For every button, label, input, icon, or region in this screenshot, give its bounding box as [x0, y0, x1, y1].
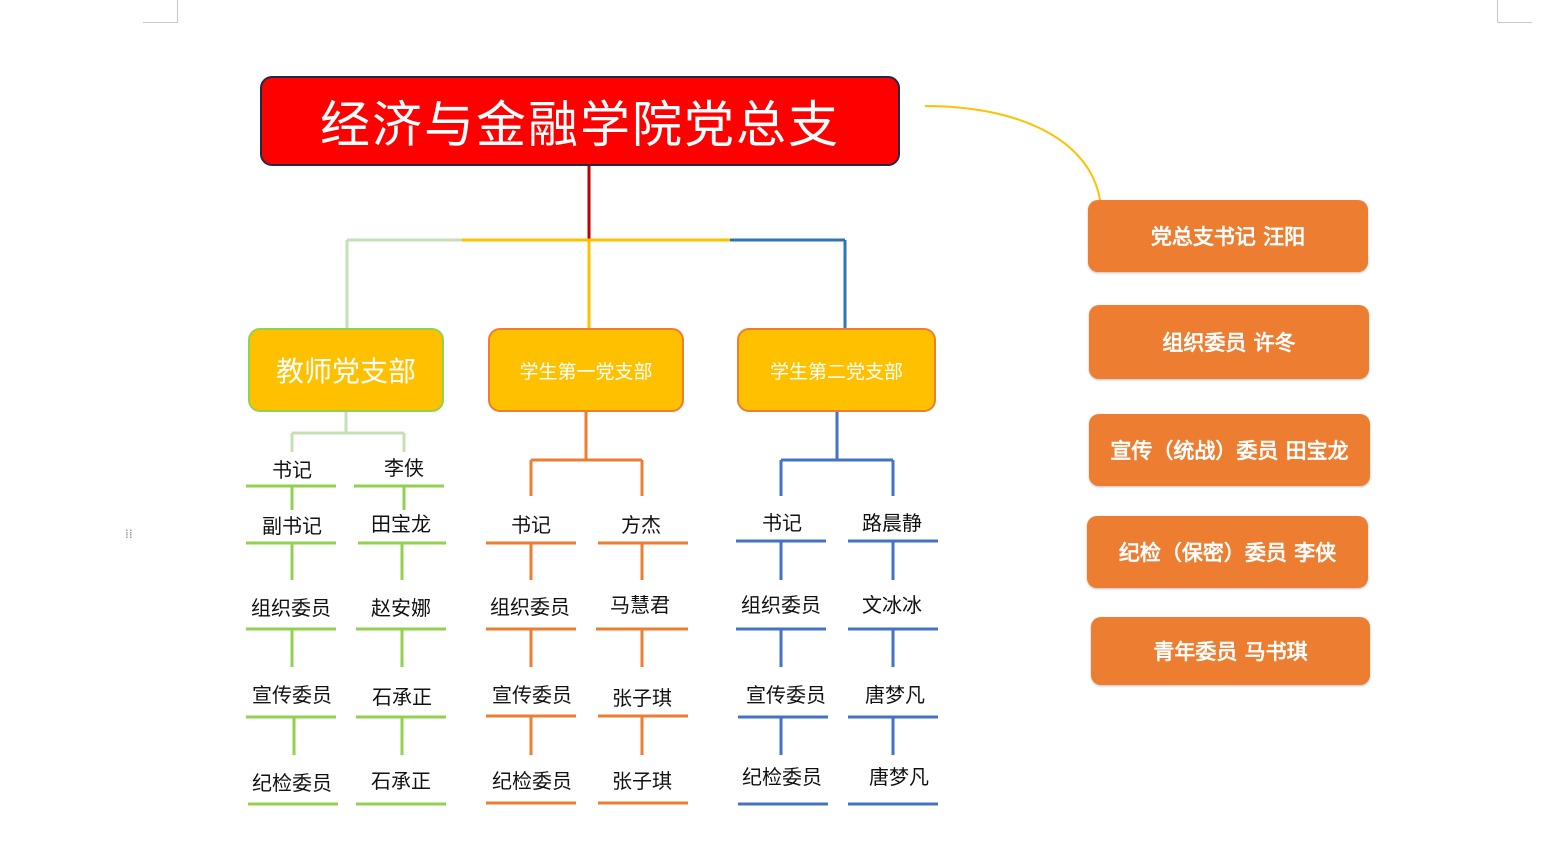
committee-card: 组织委员 许冬 — [1089, 305, 1369, 379]
teacher-member-name: 田宝龙 — [371, 512, 431, 536]
student1-role-label: 组织委员 — [490, 595, 570, 619]
teacher-member-name: 石承正 — [371, 769, 431, 793]
student2-role-label: 纪检委员 — [742, 765, 822, 789]
teacher-role-label: 纪检委员 — [252, 771, 332, 795]
student2-member-name: 路晨静 — [862, 511, 922, 535]
party-branch-title: 经济与金融学院党总支 — [260, 76, 900, 166]
teacher-branch-box: 教师党支部 — [248, 328, 444, 412]
student1-role-label: 宣传委员 — [492, 683, 572, 707]
teacher-member-name: 李侠 — [384, 456, 424, 480]
committee-card: 青年委员 马书琪 — [1091, 617, 1370, 685]
student2-role-label: 宣传委员 — [746, 683, 826, 707]
student1-member-name: 马慧君 — [610, 593, 670, 617]
student2-member-name: 唐梦凡 — [869, 765, 929, 789]
drag-handle-icon[interactable]: ⁞⁞ — [125, 527, 133, 541]
student1-member-name: 张子琪 — [612, 769, 672, 793]
student1-member-name: 方杰 — [621, 513, 661, 537]
teacher-member-name: 赵安娜 — [371, 596, 431, 620]
committee-card: 纪检（保密）委员 李侠 — [1087, 516, 1368, 588]
committee-card: 宣传（统战）委员 田宝龙 — [1089, 414, 1370, 486]
teacher-role-label: 副书记 — [262, 514, 322, 538]
teacher-role-label: 组织委员 — [251, 596, 331, 620]
teacher-role-label: 书记 — [272, 458, 312, 482]
page-corner-mark-right — [1497, 0, 1532, 23]
teacher-member-name: 石承正 — [372, 685, 432, 709]
page-corner-mark-left — [143, 0, 178, 23]
teacher-role-label: 宣传委员 — [252, 683, 332, 707]
student1-member-name: 张子琪 — [612, 686, 672, 710]
student2-branch-box: 学生第二党支部 — [737, 328, 936, 412]
student2-role-label: 组织委员 — [741, 593, 821, 617]
student2-member-name: 唐梦凡 — [865, 683, 925, 707]
student2-member-name: 文冰冰 — [862, 593, 922, 617]
student1-role-label: 纪检委员 — [492, 769, 572, 793]
student1-role-label: 书记 — [511, 513, 551, 537]
committee-card: 党总支书记 汪阳 — [1088, 200, 1368, 272]
student1-branch-box: 学生第一党支部 — [488, 328, 684, 412]
student2-role-label: 书记 — [762, 511, 802, 535]
